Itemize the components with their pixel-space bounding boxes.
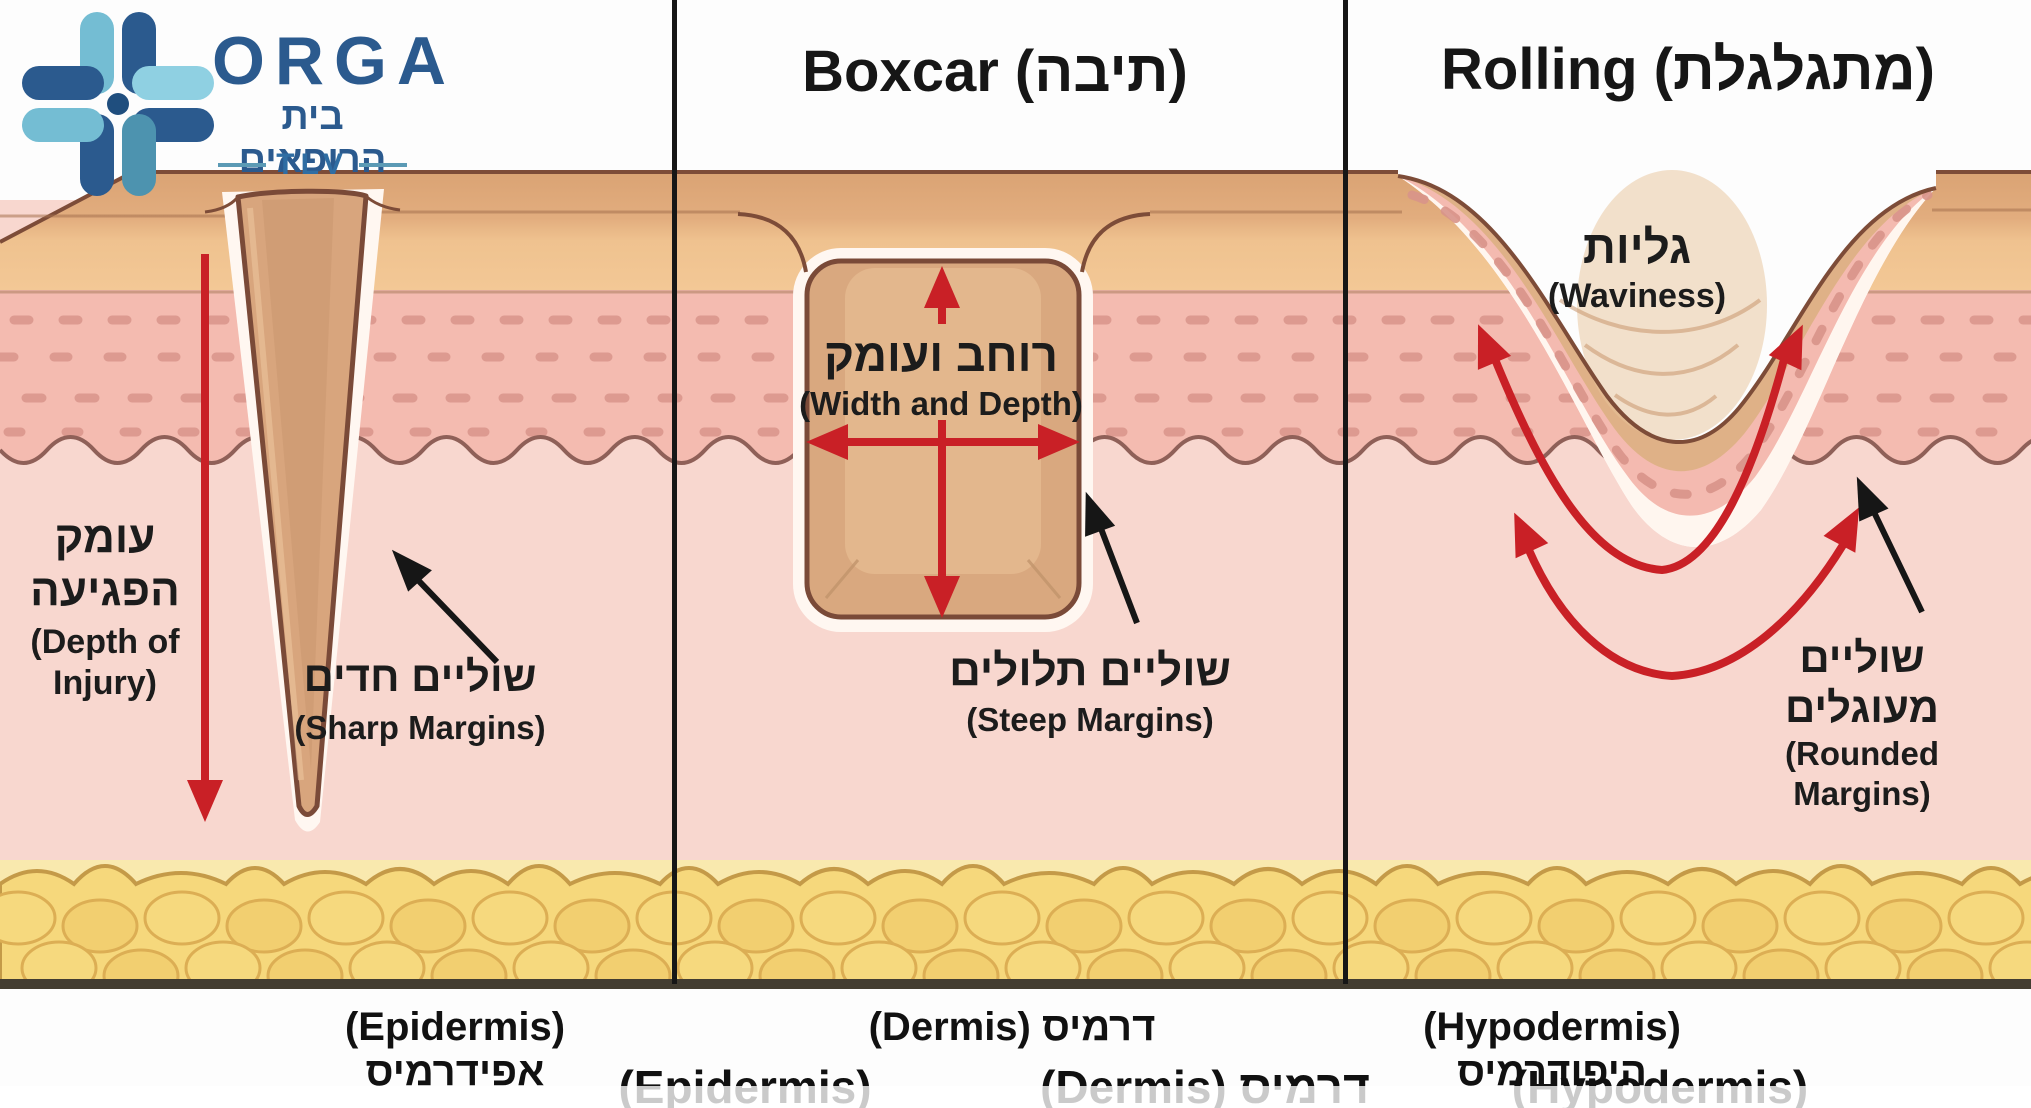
depth-of-injury-label-en: (Depth of Injury) (30, 623, 180, 702)
illustration-bottom-border (0, 979, 2031, 989)
depth-of-injury-label-he: עומק הפגיעה (30, 513, 180, 615)
logo-subtitle-text: בית הרופאים (238, 96, 387, 181)
panel-divider-right (1343, 0, 1348, 984)
sharp-margins-label-he: שוליים חדים (303, 653, 537, 700)
legend-epidermis: (Epidermis) אפידרמיס (344, 1005, 566, 1094)
logo-tagline-text: TLV (276, 148, 349, 181)
steep-margins-label-en: (Steep Margins) (966, 701, 1214, 738)
rounded-margins-label-en: (Rounded Margins) (1785, 735, 1939, 812)
tagline-dash-right (358, 163, 407, 167)
logo-brand-text: ORGA (212, 23, 456, 99)
legend-dermis: (Dermis) דרמיס (868, 1005, 1156, 1049)
clinic-logo: ORGA בית הרופאים TLV (0, 0, 520, 200)
rolling-panel-header: Rolling (מתגלגלת) (1441, 37, 1935, 102)
rounded-margins-label-he: שוליים מעוגלים (1784, 634, 1940, 731)
steep-margins-label-he: שוליים תלולים (949, 646, 1231, 695)
legend-hypodermis: (Hypodermis) היפודרמיס (1423, 1005, 1681, 1094)
tagline-dash-left (218, 163, 267, 167)
ice-pick-scar (204, 188, 401, 832)
width-depth-label-en: (Width and Depth) (799, 385, 1083, 422)
width-depth-label-he: רוחב ועומק (823, 329, 1059, 381)
hypodermis-fat-layer (0, 860, 2031, 988)
boxcar-panel-header: Boxcar (תיבה) (802, 39, 1188, 104)
waviness-label-he: גליות (1582, 221, 1692, 273)
rounded-margins-arrowhead (1856, 476, 1889, 522)
rolling-scar (1397, 168, 1937, 548)
bottom-fade-overlay (0, 1086, 2031, 1108)
sharp-margins-label-en: (Sharp Margins) (294, 709, 546, 746)
waviness-label-en: (Waviness) (1547, 277, 1727, 315)
clinic-logo-icon (22, 12, 214, 196)
panel-divider-left (672, 0, 677, 984)
sharp-margins-arrowhead (391, 549, 432, 592)
pointer-arrows (391, 476, 1925, 665)
logo-tagline: TLV (210, 148, 415, 182)
depth-arrow (187, 254, 223, 822)
waviness-curved-arrows (1477, 324, 1860, 681)
width-depth-cross-arrows (806, 266, 1080, 618)
steep-margins-arrowhead (1085, 491, 1116, 537)
